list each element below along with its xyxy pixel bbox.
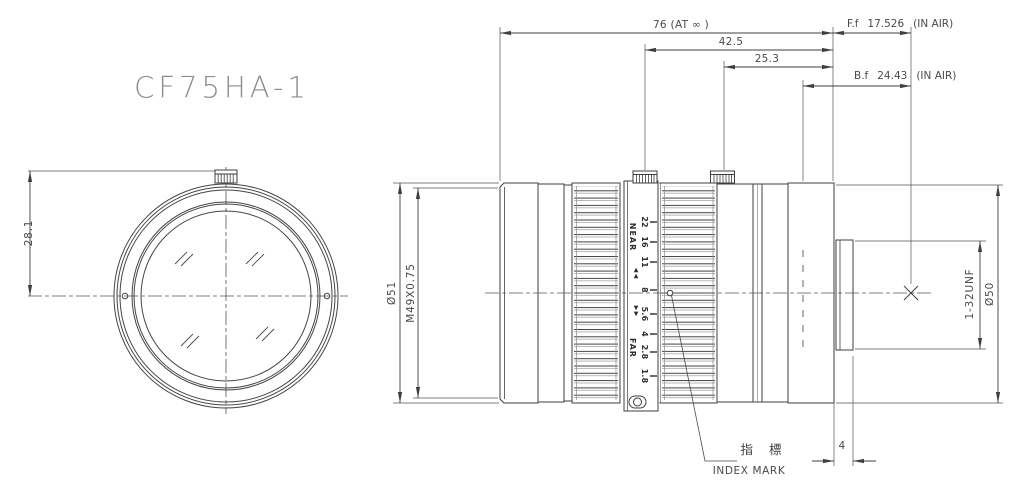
aperture-scale-value: 22 xyxy=(640,216,649,228)
index-mark-leader xyxy=(671,295,737,462)
bf-value: 24.43 xyxy=(877,69,908,82)
aperture-scale-value: 2.8 xyxy=(640,344,649,360)
dimension-lines xyxy=(28,27,1003,466)
screw-hole-right xyxy=(323,292,331,300)
dim-mount-length: 4 xyxy=(838,439,846,452)
far-direction-icon: ▼ ▼ xyxy=(633,304,639,317)
glass-hatch-marks xyxy=(174,251,275,349)
ff-value: 17.526 xyxy=(867,17,905,30)
aperture-scale-value: 11 xyxy=(640,256,649,268)
aperture-scale-value: 16 xyxy=(640,236,649,248)
dim-overall-length: 76 (AT ∞ ) xyxy=(652,18,710,31)
near-direction-icon: ▲ ▲ xyxy=(633,266,639,279)
dim-mount-thread: 1-32UNF xyxy=(963,268,976,320)
index-mark-dot xyxy=(666,289,674,297)
side-view-body xyxy=(499,170,854,412)
dim-back-focal: B.f 24.43 (IN AIR) xyxy=(854,71,956,82)
front-lock-knob xyxy=(214,169,238,184)
ff-label: F.f xyxy=(847,17,859,30)
front-rings xyxy=(113,183,339,409)
bf-suffix: (IN AIR) xyxy=(916,69,957,82)
image-plane-star xyxy=(903,285,919,301)
near-label: NEAR xyxy=(628,222,637,252)
front-view xyxy=(28,167,348,414)
scale-band xyxy=(623,180,659,412)
dim-flange-focal: F.f 17.526 (IN AIR) xyxy=(847,19,953,30)
aperture-scale-value: 4 xyxy=(640,331,649,337)
bf-label: B.f xyxy=(854,69,869,82)
aperture-tick-marks xyxy=(650,221,657,377)
front-centerlines xyxy=(28,167,348,414)
band-screw-slot xyxy=(628,395,647,409)
iris-lock-knob xyxy=(710,170,735,184)
dim-front-diameter: Ø51 xyxy=(385,280,398,306)
index-mark-label-jp: 指 標 xyxy=(740,441,788,457)
ff-suffix: (IN AIR) xyxy=(913,17,954,30)
c-mount-thread xyxy=(835,239,854,351)
focus-lock-knob xyxy=(632,170,658,184)
page-title: CF75HA-1 xyxy=(134,70,310,105)
side-view-overlays xyxy=(485,221,932,462)
dim-filter-thread: M49X0.75 xyxy=(404,263,417,323)
aperture-scale-value: 8 xyxy=(640,287,649,293)
dim-rear-diameter: Ø50 xyxy=(983,281,996,307)
far-label: FAR xyxy=(628,338,637,358)
aperture-scale-value: 5.6 xyxy=(640,306,649,322)
screw-hole-left xyxy=(121,292,129,300)
index-mark-label-en: INDEX MARK xyxy=(712,464,786,477)
dim-focus-knob-length: 42.5 xyxy=(718,35,744,48)
aperture-scale-value: 1.8 xyxy=(640,368,649,384)
dim-iris-knob-length: 25.3 xyxy=(754,52,780,65)
dimension-arrows xyxy=(27,30,1001,464)
dim-front-height: 28.1 xyxy=(22,219,35,247)
